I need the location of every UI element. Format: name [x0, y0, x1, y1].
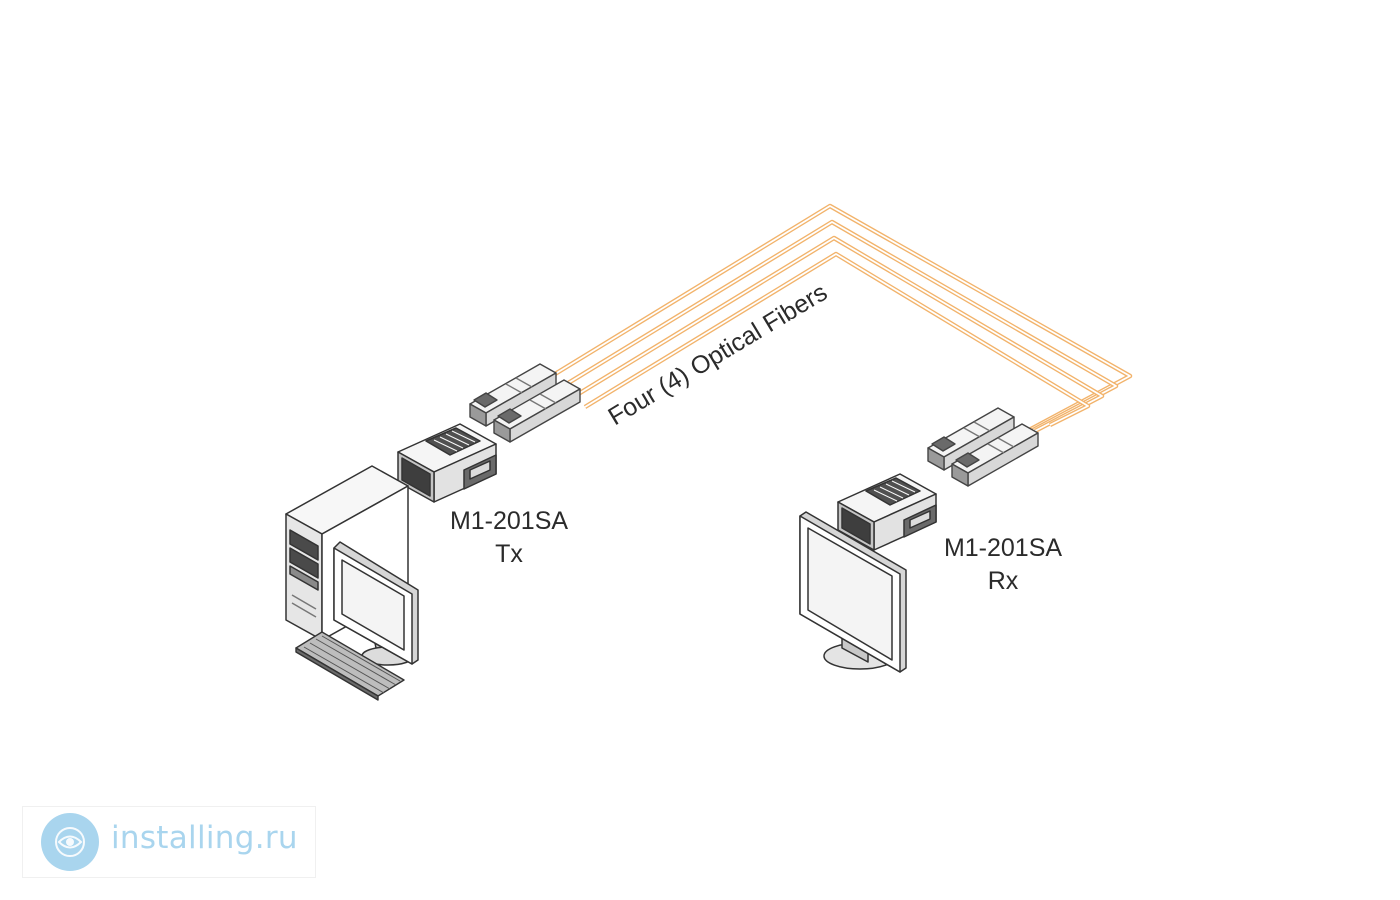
rx-label: M1-201SA Rx: [928, 532, 1078, 598]
rx-plug-front: [951, 423, 1039, 487]
keyboard-icon: [295, 631, 405, 701]
tx-label: M1-201SA Tx: [434, 505, 584, 571]
rx-monitor-icon: [799, 511, 907, 673]
rx-module-icon: [837, 473, 937, 551]
watermark-text: installing.ru: [111, 820, 298, 856]
fiber-4: [583, 251, 1091, 428]
tx-fiber-plugs-icon: [469, 363, 581, 443]
tx-monitor-icon: [333, 541, 419, 666]
optical-fibers: [553, 203, 1133, 445]
watermark: installing.ru: [22, 806, 316, 878]
tx-module-icon: [397, 423, 497, 503]
tx-plug-front: [493, 379, 581, 443]
tx-role-label: Tx: [495, 540, 523, 568]
rx-fiber-plugs-icon: [927, 407, 1039, 487]
installing-logo-icon: [41, 813, 99, 871]
rx-model-label: M1-201SA: [943, 534, 1063, 562]
rx-role-label: Rx: [987, 567, 1019, 595]
tx-model-label: M1-201SA: [449, 507, 569, 535]
